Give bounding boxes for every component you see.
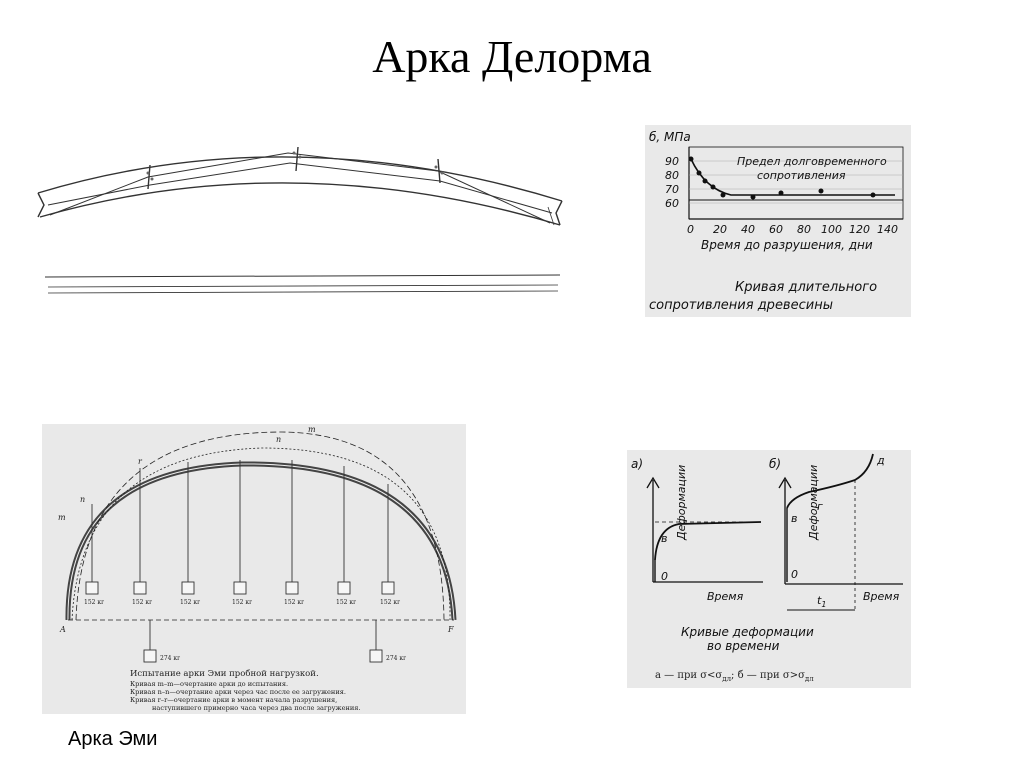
curve-label: m: [58, 513, 66, 522]
label-v: в: [791, 512, 797, 525]
caption-line-2: во времени: [707, 639, 780, 653]
condition-legend: а — при σ<σдл; б — при σ>σдл: [655, 670, 814, 683]
panel-a-label: а): [631, 457, 643, 471]
load-label: 152 кг: [380, 599, 400, 606]
legend-line: Кривая r–r—очертание арки в момент начал…: [130, 696, 337, 704]
load-label: 152 кг: [180, 599, 200, 606]
caption-title: Испытание арки Эми пробной нагрузкой.: [130, 668, 319, 679]
annotation-line-2: сопротивления: [757, 169, 846, 182]
load-label: 152 кг: [336, 599, 356, 606]
label-0: 0: [791, 568, 798, 581]
y-tick: 70: [665, 183, 679, 196]
slide-title: Арка Делорма: [372, 31, 652, 82]
annotation-line-1: Предел долговременного: [737, 155, 887, 168]
x-axis-label: Время до разрушения, дни: [701, 238, 873, 252]
curve-label: m: [308, 425, 316, 434]
curve-label: n: [276, 435, 281, 444]
load-label: 152 кг: [132, 599, 152, 606]
deformation-curves-figure: а) б) Деформации Деформации Время Время …: [627, 450, 911, 688]
x-label-b: Время: [863, 590, 900, 603]
y-label-a: Деформации: [675, 465, 688, 541]
load-label: 152 кг: [232, 599, 252, 606]
x-tick: 20: [713, 223, 727, 236]
curve-label: r: [138, 457, 143, 466]
legend-line: Кривая n–n—очертание арки через час посл…: [130, 688, 346, 696]
emy-arch-test-figure: 152 кг 152 кг 152 кг 152 кг 152 кг 152 к…: [42, 424, 466, 714]
x-tick: 60: [769, 223, 783, 236]
bottom-load-label: 274 кг: [386, 655, 406, 662]
x-tick: 40: [741, 223, 755, 236]
x-label-a: Время: [707, 590, 744, 603]
curve-label: n: [80, 495, 85, 504]
point-a: A: [59, 625, 66, 634]
y-tick: 80: [665, 169, 679, 182]
delorme-arch-drawing: [30, 125, 575, 310]
legend-line: Кривая m–m—очертание арки до испытания.: [130, 680, 288, 688]
label-v: в: [661, 532, 667, 545]
y-axis-label: б, МПа: [649, 130, 691, 144]
caption-line-2: сопротивления древесины: [649, 298, 833, 313]
caption-line-1: Кривая длительного: [735, 280, 877, 295]
label-g: г: [817, 500, 823, 513]
load-label: 152 кг: [284, 599, 304, 606]
bottom-caption: Арка Эми: [68, 728, 158, 750]
bottom-load-label: 274 кг: [160, 655, 180, 662]
point-f: F: [447, 625, 454, 634]
caption-line-1: Кривые деформации: [681, 625, 814, 639]
long-term-strength-figure: б, МПа 90 80 70 60 Предел долговременног…: [645, 125, 911, 317]
x-tick: 80: [797, 223, 811, 236]
y-label-b: Деформации: [807, 465, 820, 541]
panel-b-label: б): [769, 457, 781, 471]
y-tick: 90: [665, 155, 679, 168]
legend-line: наступившего примерно часа через два пос…: [152, 704, 361, 712]
x-tick: 140: [877, 223, 898, 236]
label-0: 0: [661, 570, 668, 583]
y-tick: 60: [665, 197, 679, 210]
load-label: 152 кг: [84, 599, 104, 606]
label-t1: t1: [817, 594, 826, 609]
x-tick: 120: [849, 223, 870, 236]
label-d: д: [876, 454, 885, 467]
x-tick: 0: [687, 223, 694, 236]
x-tick: 100: [821, 223, 842, 236]
